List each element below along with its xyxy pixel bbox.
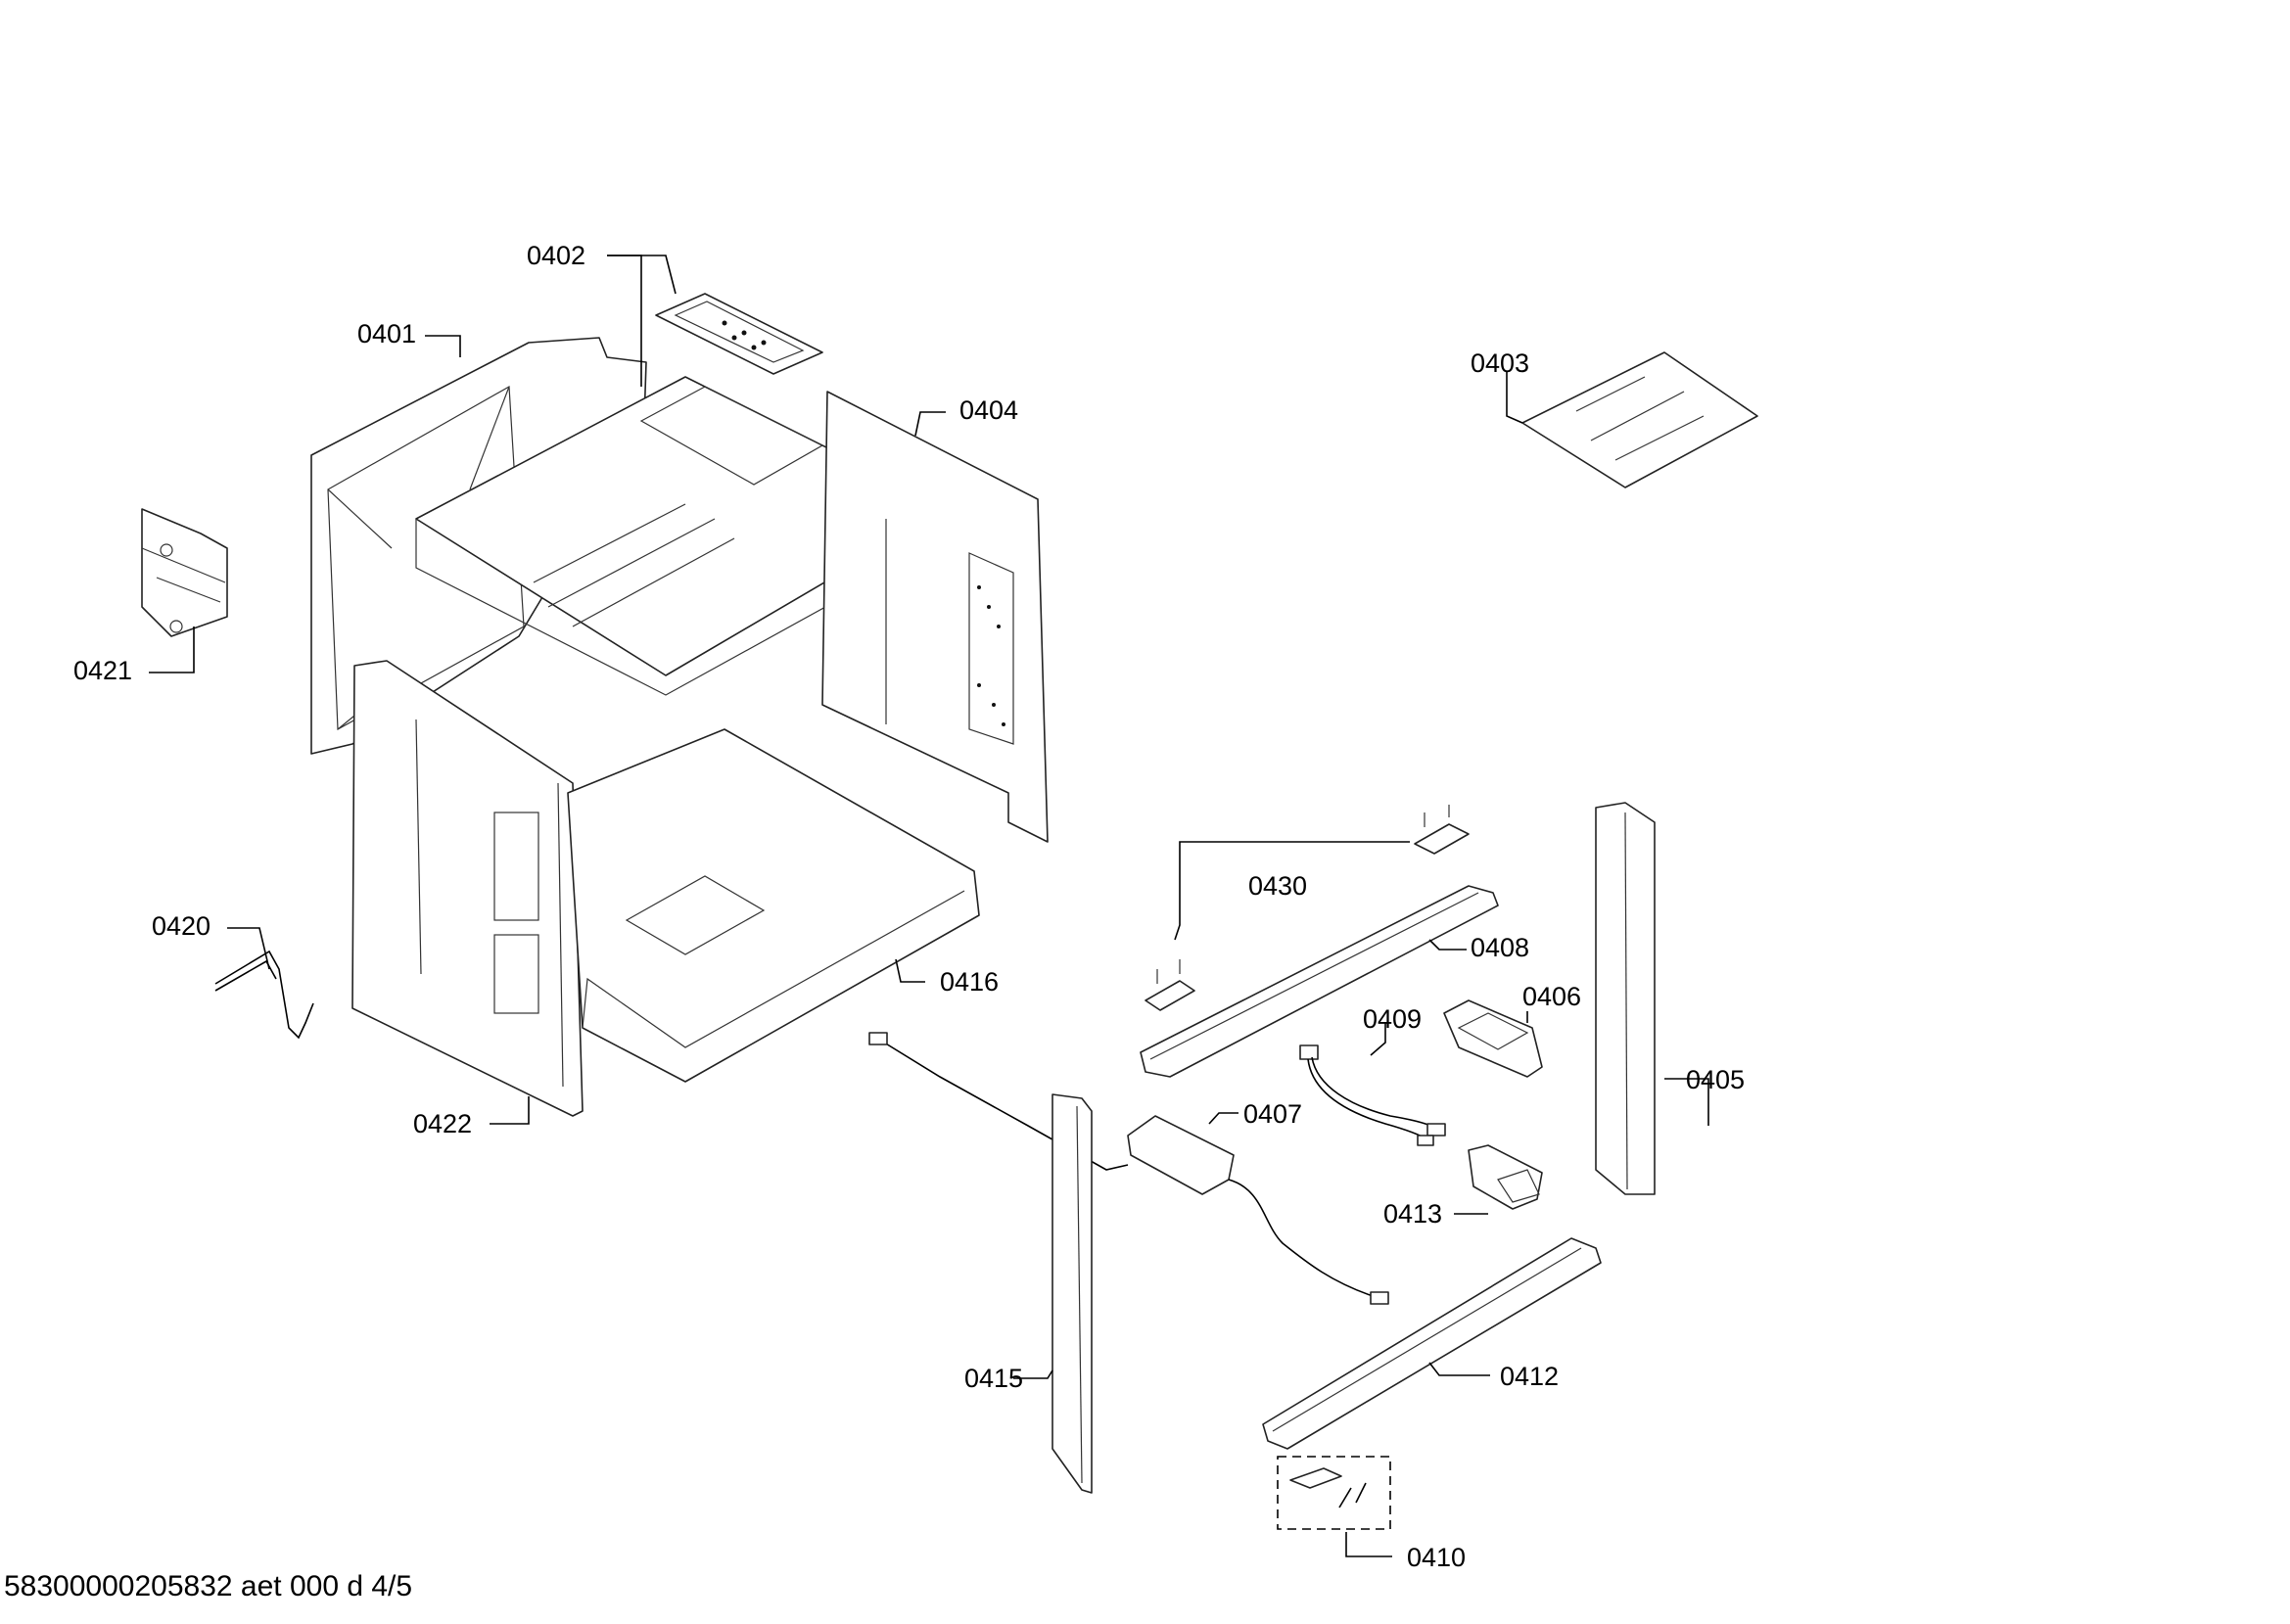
part-0403-screw-bag — [1521, 351, 1758, 488]
callout-0413: 0413 — [1383, 1199, 1443, 1229]
callout-0416: 0416 — [940, 967, 1000, 997]
part-top-cover — [415, 376, 951, 696]
callout-0412: 0412 — [1500, 1362, 1560, 1391]
callout-0406: 0406 — [1522, 982, 1582, 1011]
part-0402-top-plate — [655, 293, 823, 375]
callout-0404: 0404 — [959, 395, 1019, 425]
part-0412-bottom-rail — [1262, 1237, 1602, 1450]
part-0410-fastener-kit — [1277, 1456, 1391, 1530]
part-0415-vertical-strip — [1052, 1093, 1093, 1494]
callout-0420: 0420 — [152, 911, 211, 941]
callout-0410: 0410 — [1407, 1543, 1467, 1572]
callout-0422: 0422 — [413, 1109, 473, 1138]
part-0416-bottom-plate — [567, 728, 980, 1083]
callout-0405: 0405 — [1686, 1065, 1746, 1094]
part-0405-vertical-strip — [1595, 802, 1656, 1195]
part-0408-rail — [1140, 885, 1499, 1078]
callout-0421: 0421 — [73, 656, 133, 685]
part-0413-small-switch — [1468, 1144, 1543, 1210]
part-0421-bracket — [141, 508, 228, 637]
part-0409-cable — [1299, 1044, 1446, 1146]
callout-0407: 0407 — [1243, 1099, 1303, 1129]
part-0430-hinge — [1145, 805, 1470, 1011]
callout-0430: 0430 — [1248, 871, 1308, 901]
document-footer-id: 58300000205832 aet 000 d 4/5 — [4, 1570, 413, 1602]
callout-0408: 0408 — [1471, 933, 1530, 962]
leader-lines — [149, 255, 1709, 1557]
part-0404-side-wall — [821, 391, 1049, 843]
part-0407-unit — [868, 1032, 1389, 1305]
callout-0401: 0401 — [357, 319, 417, 348]
callout-0409: 0409 — [1363, 1004, 1423, 1034]
part-0420-wire-handle — [214, 950, 314, 1040]
callout-0415: 0415 — [964, 1364, 1024, 1393]
callout-0403: 0403 — [1471, 348, 1530, 378]
callout-0402: 0402 — [527, 241, 586, 270]
part-0422-side-panel — [351, 660, 584, 1117]
part-0406-switch — [1443, 999, 1543, 1078]
